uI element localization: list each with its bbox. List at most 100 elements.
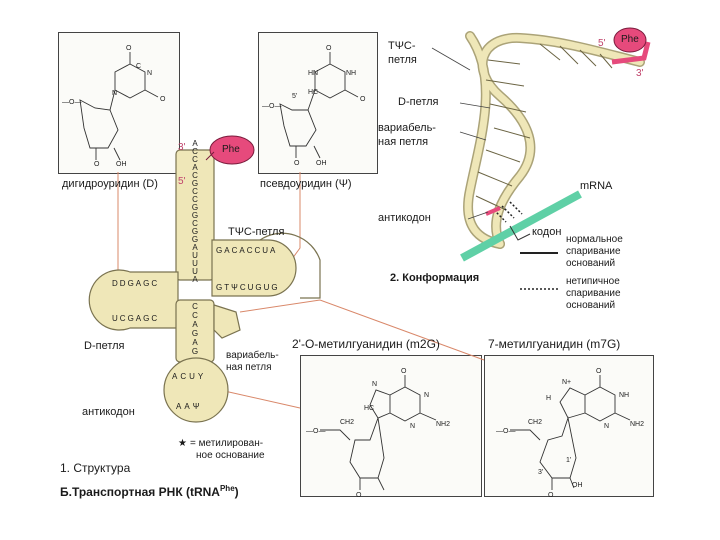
svg-text:OH: OH xyxy=(316,160,327,167)
svg-text:O: O xyxy=(326,45,332,52)
svg-text:N: N xyxy=(372,381,377,388)
tpsic-arm-seq: GACACCUA xyxy=(216,246,277,255)
anticodon-loop-seq: ACUY xyxy=(172,372,206,381)
legend-atypical-3: оснований xyxy=(566,300,615,312)
nt: Ψ xyxy=(193,402,203,411)
caption-conformation: 2. Конформация xyxy=(390,272,479,285)
nt: G xyxy=(216,283,224,292)
svg-text:H: H xyxy=(546,395,551,402)
nt: C xyxy=(240,283,248,292)
svg-text:5': 5' xyxy=(292,93,297,100)
legend-atypical-1: нетипичное xyxy=(566,276,620,288)
svg-text:HC: HC xyxy=(364,405,374,412)
nt: A xyxy=(186,276,204,284)
nt: D xyxy=(112,279,120,288)
anticodon-arm-seq: C C A G A G xyxy=(186,302,204,356)
pseudouridine-molecule xyxy=(280,52,358,158)
conf-d-loop-label: D-петля xyxy=(398,96,439,109)
nt: G xyxy=(128,279,136,288)
svg-text:O: O xyxy=(160,96,166,103)
figure-title: Б.Транспортная РНК (tRNAPhe) xyxy=(60,482,239,499)
figure-title-main: Б.Транспортная РНК (tRNA xyxy=(60,485,220,499)
svg-text:NH2: NH2 xyxy=(630,421,644,428)
nt: G xyxy=(128,314,136,323)
svg-text:—O—: —O— xyxy=(496,428,515,435)
m2g-label: 2'-O-метилгуанидин (m2G) xyxy=(292,338,440,351)
nt: C xyxy=(120,314,128,323)
dihydrouridine-molecule xyxy=(80,52,158,160)
nt: G xyxy=(216,246,224,255)
svg-text:—O—: —O— xyxy=(62,99,81,106)
nt: G xyxy=(271,283,279,292)
svg-text:NH2: NH2 xyxy=(436,421,450,428)
anticodon-loop-seq-lower: AAΨ xyxy=(176,402,202,411)
svg-text:3': 3' xyxy=(538,469,543,476)
svg-text:N: N xyxy=(112,90,117,97)
nt: C xyxy=(151,314,159,323)
m7g-label: 7-метилгуанидин (m7G) xyxy=(488,338,620,351)
d-arm-seq-lower: UCGAGC xyxy=(112,314,159,323)
legend-atypical-2: спаривание xyxy=(566,288,621,300)
nt: U xyxy=(112,314,120,323)
svg-text:CH2: CH2 xyxy=(340,419,354,426)
methyl-star-icon: ★ xyxy=(178,438,187,450)
phe-label: Phe xyxy=(222,144,240,156)
svg-text:O: O xyxy=(94,161,100,168)
nt: C xyxy=(180,372,189,381)
tpsic-loop-label: TΨC-петля xyxy=(228,226,284,239)
figure-title-sup: Phe xyxy=(220,484,235,493)
conf-tpsic-label-1: TΨC- xyxy=(388,40,416,53)
conf-end-3-label: 3' xyxy=(636,68,643,80)
m2g-molecule xyxy=(320,375,436,490)
svg-text:—O—: —O— xyxy=(262,103,281,110)
svg-text:N: N xyxy=(410,423,415,430)
conf-codon-label: кодон xyxy=(532,226,561,239)
acceptor-stem-seq: A C C A C G C C G G C G G A U U U A xyxy=(186,140,204,284)
conf-tpsic-label-2: петля xyxy=(388,54,417,67)
svg-text:N+: N+ xyxy=(562,379,571,386)
end-5-label: 5' xyxy=(178,176,185,188)
caption-structure: 1. Структура xyxy=(60,462,130,475)
nt: A xyxy=(224,246,231,255)
svg-text:HN: HN xyxy=(308,70,318,77)
nt: A xyxy=(270,246,277,255)
variable-loop-label-2: ная петля xyxy=(226,362,272,374)
svg-text:NH: NH xyxy=(346,70,356,77)
anticodon-label: антикодон xyxy=(82,406,135,419)
conf-mrna-label: mRNA xyxy=(580,180,612,193)
conf-variable-label-1: вариабель- xyxy=(378,122,436,135)
nt: C xyxy=(186,302,204,311)
svg-text:N: N xyxy=(424,392,429,399)
conf-anticodon-label: антикодон xyxy=(378,212,431,225)
svg-text:1': 1' xyxy=(566,457,571,464)
svg-text:O: O xyxy=(126,45,132,52)
nt: U xyxy=(262,246,270,255)
legend-normal-3: оснований xyxy=(566,258,615,270)
svg-text:OH: OH xyxy=(572,482,583,489)
svg-text:O: O xyxy=(548,492,554,499)
conf-variable-label-2: ная петля xyxy=(378,136,428,149)
nt: A xyxy=(186,320,204,329)
svg-text:O: O xyxy=(294,160,300,167)
svg-text:NH: NH xyxy=(619,392,629,399)
m7g-molecule xyxy=(510,375,630,490)
nt: A xyxy=(239,246,246,255)
svg-text:HC: HC xyxy=(308,89,318,96)
methyl-note-1: = метилирован- xyxy=(190,438,263,450)
tpsic-arm-seq-lower: GTΨCUGUG xyxy=(216,283,280,292)
svg-text:O: O xyxy=(596,368,602,375)
d-loop-label: D-петля xyxy=(84,340,125,353)
svg-text:C: C xyxy=(136,63,141,70)
nt: C xyxy=(186,311,204,320)
svg-text:CH2: CH2 xyxy=(528,419,542,426)
d-arm-seq: DDGAGC xyxy=(112,279,159,288)
dihydrouridine-label: дигидроуридин (D) xyxy=(62,178,158,191)
svg-text:—O—: —O— xyxy=(306,428,325,435)
nt: G xyxy=(255,283,263,292)
legend-normal-2: спаривание xyxy=(566,246,621,258)
nt: U xyxy=(189,372,198,381)
svg-text:O: O xyxy=(356,492,362,499)
methyl-note-2: ное основание xyxy=(196,450,265,462)
conf-end-5-label: 5' xyxy=(598,38,605,50)
